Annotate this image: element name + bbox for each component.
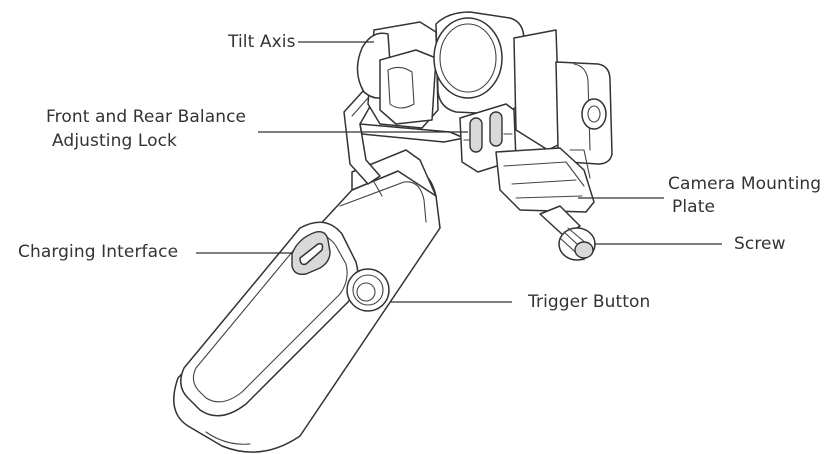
screw	[539, 205, 596, 261]
handle	[173, 149, 441, 453]
trigger-button-label: Trigger Button	[528, 292, 651, 312]
charging-interface-label: Charging Interface	[18, 242, 179, 262]
balance-lock-label-line1: Front and Rear Balance	[46, 107, 247, 127]
tilt-axis-label: Tilt Axis	[228, 32, 296, 52]
camera-mounting-plate	[495, 29, 613, 213]
charging-port	[291, 230, 331, 276]
leader-lines	[196, 41, 722, 303]
camera-plate-label-line1: Camera Mounting	[668, 174, 822, 194]
balance-lock-label-line2: Adjusting Lock	[52, 131, 177, 151]
tilt-motor	[356, 11, 525, 129]
camera-plate-label-line2: Plate	[672, 197, 716, 217]
gimbal-arm	[343, 89, 465, 185]
screw-label: Screw	[734, 234, 786, 254]
trigger-button	[346, 268, 390, 312]
